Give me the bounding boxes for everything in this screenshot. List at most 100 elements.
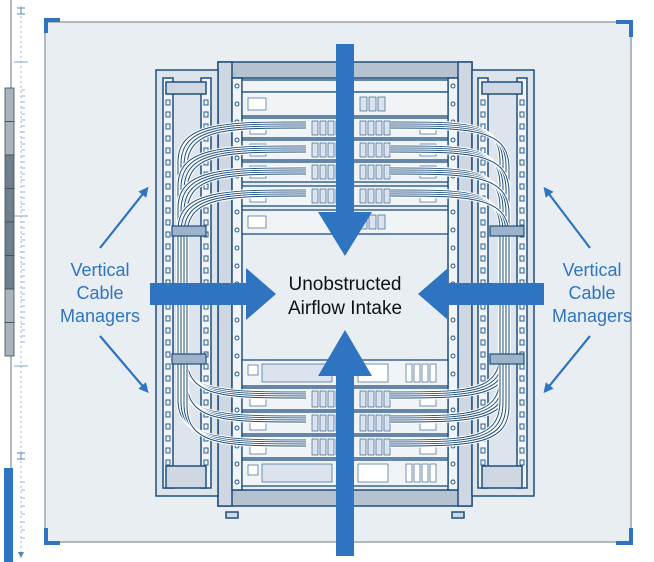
manager-hole [165,243,171,250]
cable [180,123,307,300]
manager-hole [519,411,525,418]
ruler-scroll-segments[interactable] [4,87,15,357]
port [367,142,375,158]
port [327,414,335,432]
center-label-line-1: Unobstructed [288,274,401,295]
manager-hole [165,315,171,322]
manager-hole [203,315,209,322]
port [367,438,375,456]
port [359,414,367,432]
rack-hole [450,155,456,161]
manager-hole [203,339,209,346]
rack-hole [450,137,456,143]
rack-hole [450,317,456,323]
manager-hole [165,339,171,346]
port [327,164,335,180]
rack-hole [234,263,240,269]
manager-hole [165,435,171,442]
manager-hole [480,255,486,262]
left-label-line-1: Vertical [70,260,129,280]
rack-hole [450,335,456,341]
airflow-arrow-down [318,44,372,256]
manager-hole [519,183,525,190]
manager-hole [480,159,486,166]
cable [183,149,307,300]
manager-hole [480,99,486,106]
port [311,414,319,432]
port [383,414,391,432]
drive-slot [413,463,421,483]
ruler-down-arrow-icon[interactable] [18,552,24,558]
manager-hole [165,123,171,130]
rack-hole [450,371,456,377]
manager-hole [480,135,486,142]
rack-hole [234,425,240,431]
manager-hole [480,363,486,370]
port [319,188,327,204]
rack-hole [450,227,456,233]
manager-hole [480,231,486,238]
port [311,188,319,204]
ruler-progress-bar[interactable] [4,468,13,562]
port [383,120,391,136]
manager-hole [203,375,209,382]
rack-hole [234,353,240,359]
right-label-line-1: Vertical [562,260,621,280]
ruler-segment [4,221,15,256]
port [383,142,391,158]
manager-hole [165,171,171,178]
drive-slot [429,363,437,383]
cable [177,189,307,300]
ruler-segment [4,255,15,290]
manager-hole [519,387,525,394]
manager-hole [519,459,525,466]
manager-hole [165,159,171,166]
cable [180,147,307,300]
manager-hole [165,459,171,466]
rack-hole [234,407,240,413]
manager-hole [203,267,209,274]
cable [389,290,504,443]
rack-hole [450,101,456,107]
port [375,414,383,432]
rack-hole [450,263,456,269]
manager-hole [519,147,525,154]
rack-hole [234,245,240,251]
manager-hole [519,123,525,130]
manager-hole [165,363,171,370]
callout-arrows [99,186,591,394]
manager-hole [480,351,486,358]
port [319,438,327,456]
manager-hole [203,255,209,262]
rack-hole [234,371,240,377]
cable [389,290,501,441]
power-panel [247,464,259,476]
port [359,120,367,136]
manager-hole [519,243,525,250]
patch-cables [176,120,511,448]
manager-hole [480,339,486,346]
manager-hole [480,459,486,466]
manager-hole [165,411,171,418]
manager-hole [165,183,171,190]
left-label-line-2: Cable [76,283,123,303]
rack-hole [450,353,456,359]
manager-hole [203,327,209,334]
cable [389,173,510,300]
port [319,164,327,180]
port [327,390,335,408]
airflow-arrow-right [150,268,276,320]
manager-hole [165,399,171,406]
manager-hole [165,207,171,214]
rack-hole [234,227,240,233]
rack-hole [234,137,240,143]
manager-hole [480,183,486,190]
manager-hole [519,327,525,334]
right-label-line-2: Cable [568,283,615,303]
port [367,120,375,136]
manager-hole [519,255,525,262]
cable [389,290,507,445]
ruler-ticks-bottom [21,481,25,539]
left-label-line-3: Managers [60,306,140,326]
